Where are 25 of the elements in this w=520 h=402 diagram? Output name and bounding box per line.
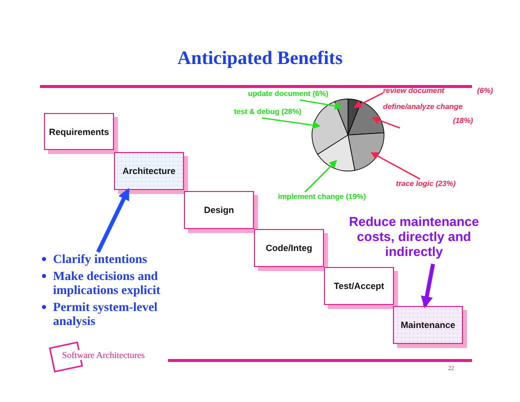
phase-box: Architecture (114, 152, 184, 190)
pie-slice (348, 132, 384, 171)
pie-slice (334, 98, 348, 136)
bullet-item: Make decisions and implications explicit (40, 269, 182, 297)
phase-box: Test/Accept (324, 267, 394, 305)
bullet-item: Clarify intentions (40, 252, 182, 266)
leader-arrow (354, 92, 384, 108)
leader-arrow (262, 117, 321, 129)
arrow (96, 188, 130, 253)
pie-slice (312, 101, 348, 155)
pie-slice (348, 101, 384, 136)
bullet-item: Permit system-level analysis (40, 300, 182, 328)
phase-box: Code/Integ (254, 229, 324, 267)
arrow (420, 264, 435, 308)
leader-arrow (370, 152, 420, 180)
leader-arrow (304, 160, 338, 192)
phase-box: Requirements (44, 113, 114, 150)
footer-text: Software Architectures (62, 350, 145, 360)
leader-arrow (372, 116, 400, 129)
phase-box: Design (184, 191, 254, 229)
pie-slice (317, 134, 356, 172)
phase-box: Maintenance (393, 306, 463, 344)
leader-arrow (300, 99, 343, 110)
callout-text: Reduce maintenance costs, directly and indirectly (348, 214, 480, 264)
slide-title: Anticipated Benefits (176, 48, 344, 70)
